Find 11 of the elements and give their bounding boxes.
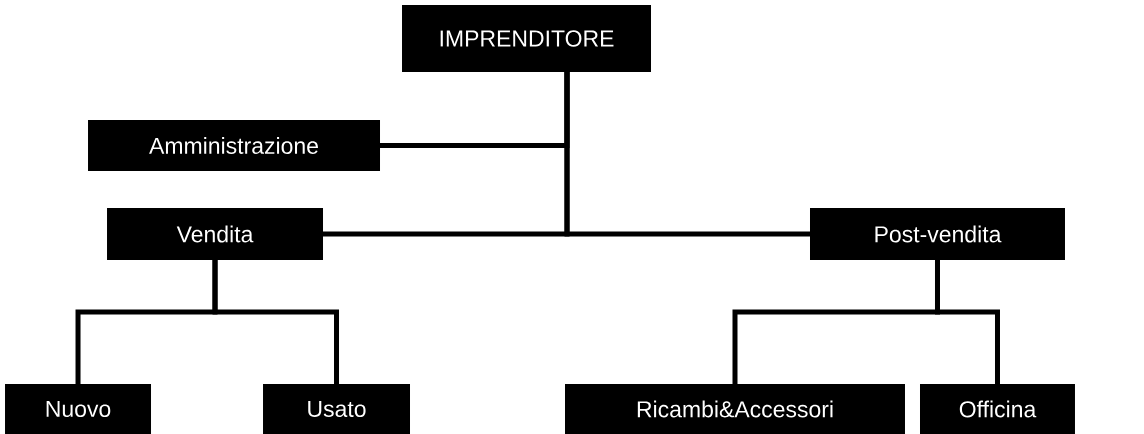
org-box: Usato [263,384,410,434]
connector-line [564,69,813,237]
org-box: Nuovo [5,384,151,434]
org-box: Ricambi&Accessori [565,384,905,434]
org-box: IMPRENDITORE [402,5,651,72]
org-box: Officina [920,384,1075,434]
connector-line [212,257,339,387]
org-box: Vendita [107,208,323,260]
org-box: Post-vendita [810,208,1065,260]
org-box: Amministrazione [88,120,380,171]
connector-line [935,257,1000,387]
